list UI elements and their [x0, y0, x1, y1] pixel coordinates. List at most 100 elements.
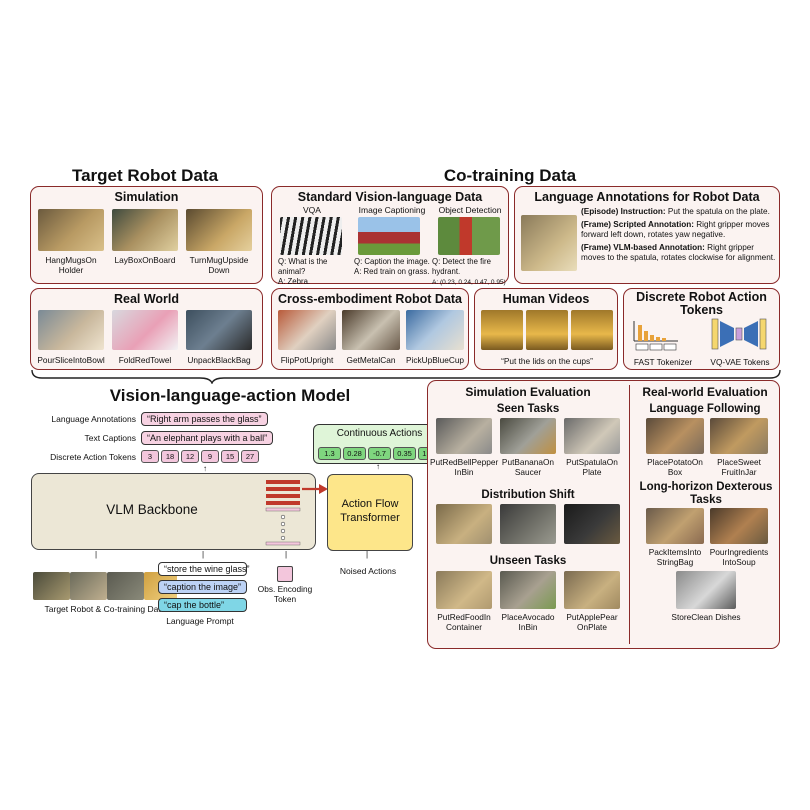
- obs-token-stack: [265, 480, 301, 546]
- real-image-2: [112, 310, 178, 350]
- down-tick-3: |: [285, 550, 288, 559]
- real-eval-title: Real-world Evaluation: [642, 385, 768, 399]
- seen-image-2: [500, 418, 556, 454]
- long-label-1: PackItemsInto StringBag: [648, 547, 702, 567]
- down-tick-2: |: [202, 550, 205, 559]
- language-following-title: Language Following: [649, 403, 761, 415]
- spatula-image: [521, 215, 577, 271]
- detection-label: Object Detection: [438, 205, 502, 215]
- cross-label-3: PickUpBlueCup: [405, 355, 465, 365]
- seen-image-3: [564, 418, 620, 454]
- real-image-1: [38, 310, 104, 350]
- target-image-1: [33, 572, 70, 600]
- captioning-label: Image Captioning: [358, 205, 426, 215]
- detection-qa: Q: Detect the fire hydrant.A: (0.23, 0.2…: [432, 257, 506, 286]
- distribution-shift-title: Distribution Shift: [481, 489, 575, 501]
- lang-label-2: PlaceSweet FruitInJar: [717, 457, 761, 477]
- continuous-action-token: 0.28: [343, 447, 366, 460]
- heading-co-training-data: Co-training Data: [443, 166, 577, 185]
- vqvae-label: VQ-VAE Tokens: [710, 357, 770, 367]
- continuous-actions-label: Continuous Actions: [336, 428, 423, 439]
- discrete-token: 27: [241, 450, 259, 463]
- action-flow-label: Action Flow Transformer: [340, 498, 400, 524]
- real-label-1: PourSliceIntoBowl: [37, 355, 105, 365]
- long-horizon-title: Long-horizon Dexterous Tasks: [639, 481, 773, 506]
- language-annotations-pill: “Right arm passes the glass”: [141, 412, 268, 426]
- lang-label-1: PlacePotatoOn Box: [647, 457, 703, 477]
- unseen-tasks-title: Unseen Tasks: [489, 555, 567, 567]
- cross-image-2: [342, 310, 400, 350]
- text-captions-pill: “An elephant plays with a ball”: [141, 431, 274, 445]
- cross-label-1: FlipPotUpright: [280, 355, 334, 365]
- continuous-action-token: 1.3: [318, 447, 341, 460]
- discrete-token: 18: [161, 450, 179, 463]
- annotation-text: (Episode) Instruction: Put the spatula o…: [581, 207, 776, 262]
- vqvae-icon: [711, 318, 767, 350]
- obs-encoding-token-label: Obs. Encoding Token: [257, 584, 313, 604]
- cross-embodiment-panel: Cross-embodiment Robot Data FlipPotUprig…: [271, 288, 469, 370]
- real-image-3: [186, 310, 252, 350]
- up-arrow-2: ↑: [376, 462, 380, 471]
- human-videos-title: Human Videos: [502, 292, 590, 306]
- heading-vla-model: Vision-language-action Model: [109, 386, 351, 405]
- target-image-3: [107, 572, 144, 600]
- long-label-2: PourIngredients IntoSoup: [709, 547, 769, 567]
- continuous-action-token: -0.7: [368, 447, 391, 460]
- discrete-token: 9: [201, 450, 219, 463]
- target-data-label: Target Robot & Co-training Data: [44, 604, 166, 614]
- down-tick-1: |: [95, 550, 98, 559]
- down-tick-4: |: [366, 550, 369, 559]
- seen-image-1: [436, 418, 492, 454]
- vqa-qa: Q: What is the animal?A: Zebra.: [278, 257, 328, 286]
- seen-label-1: PutRedBellPepper InBin: [430, 457, 499, 477]
- backbone-to-action-arrow: [302, 484, 328, 494]
- sim-image-1: [38, 209, 104, 251]
- simulation-title: Simulation: [114, 190, 179, 204]
- discrete-action-tokens-label: Discrete Action Tokens: [50, 452, 136, 462]
- sim-label-1: HangMugsOn Holder: [45, 255, 97, 275]
- text-captions-label: Text Captions: [84, 433, 137, 443]
- human-videos-caption: “Put the lids on the cups”: [501, 356, 593, 366]
- unseen-label-1: PutRedFoodIn Container: [437, 612, 491, 632]
- vlm-backbone-box: VLM Backbone: [31, 473, 316, 550]
- sim-image-2: [112, 209, 178, 251]
- discrete-token: 15: [221, 450, 239, 463]
- prompt-2: “caption the image”: [158, 580, 247, 594]
- real-label-3: UnpackBlackBag: [187, 355, 251, 365]
- hydrant-image: [438, 217, 500, 255]
- fast-tokenizer-label: FAST Tokenizer: [633, 357, 693, 367]
- store-image: [676, 571, 736, 609]
- language-prompt-label: Language Prompt: [166, 616, 234, 626]
- vlm-backbone-label: VLM Backbone: [106, 502, 198, 517]
- sim-eval-title: Simulation Evaluation: [465, 385, 591, 399]
- grouping-brace: [31, 369, 781, 384]
- human-frame-1: [481, 310, 523, 350]
- real-world-panel: Real World PourSliceIntoBowl FoldRedTowe…: [30, 288, 263, 370]
- simulation-panel: Simulation HangMugsOn Holder LayBoxOnBoa…: [30, 186, 263, 284]
- captioning-qa: Q: Caption the image.A: Red train on gra…: [354, 257, 430, 276]
- discrete-tokens-title: Discrete Robot Action Tokens: [636, 290, 767, 317]
- shift-image-3: [564, 504, 620, 544]
- real-label-2: FoldRedTowel: [118, 355, 172, 365]
- unseen-image-1: [436, 571, 492, 609]
- lang-image-2: [710, 418, 768, 454]
- action-flow-box: Action Flow Transformer: [327, 474, 413, 551]
- human-videos-panel: Human Videos “Put the lids on the cups”: [474, 288, 618, 370]
- continuous-token-row: 1.30.28-0.70.351.15: [318, 447, 442, 460]
- seen-tasks-title: Seen Tasks: [496, 403, 560, 415]
- unseen-image-2: [500, 571, 556, 609]
- language-annotations-panel: Language Annotations for Robot Data (Epi…: [514, 186, 780, 284]
- human-frame-3: [571, 310, 613, 350]
- discrete-token: 3: [141, 450, 159, 463]
- standard-vl-title: Standard Vision-language Data: [297, 190, 483, 204]
- cross-image-1: [278, 310, 336, 350]
- seen-label-2: PutBananaOn Saucer: [501, 457, 555, 477]
- long-image-2: [710, 508, 768, 544]
- unseen-label-3: PutApplePear OnPlate: [566, 612, 618, 632]
- vqa-label: VQA: [303, 205, 321, 215]
- heading-target-robot-data: Target Robot Data: [71, 166, 219, 185]
- evaluation-panel: Simulation Evaluation Seen Tasks PutRedB…: [427, 380, 780, 649]
- cross-label-2: GetMetalCan: [346, 355, 396, 365]
- continuous-action-token: 0.35: [393, 447, 416, 460]
